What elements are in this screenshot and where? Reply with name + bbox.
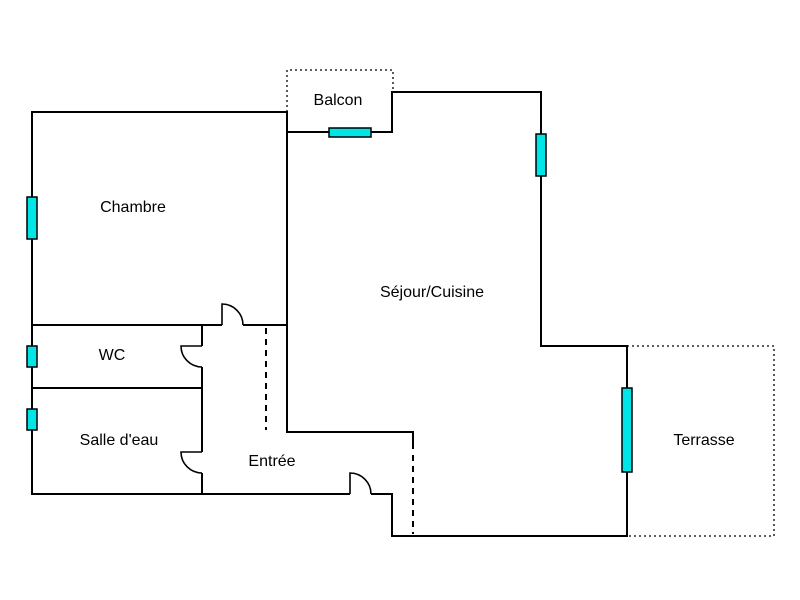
door-entree [349,472,372,495]
windows [26,127,633,473]
door-wc [180,345,203,368]
label-chambre: Chambre [100,199,166,216]
label-entree: Entrée [248,453,295,470]
balcon-outline [286,69,394,112]
door-salle-eau [180,451,203,474]
label-wc: WC [99,347,126,364]
outer-wall-right [31,91,628,537]
label-terrasse: Terrasse [673,432,734,449]
window-terrasse [621,387,633,473]
label-sejour: Séjour/Cuisine [380,284,484,301]
doors [180,303,372,496]
door-chambre [221,303,244,326]
window-balcon [328,127,372,138]
window-wc [26,345,38,368]
room-labels: Balcon Chambre Séjour/Cuisine WC Salle d… [80,92,735,470]
window-sejour-top [535,133,547,177]
terrasse-outline [627,345,775,537]
label-salle-eau: Salle d'eau [80,432,159,449]
window-salle-eau [26,408,38,431]
window-chambre [26,196,38,240]
outdoor-outlines [286,69,775,537]
outer-wall-left-top [31,111,414,495]
label-balcon: Balcon [314,92,363,109]
